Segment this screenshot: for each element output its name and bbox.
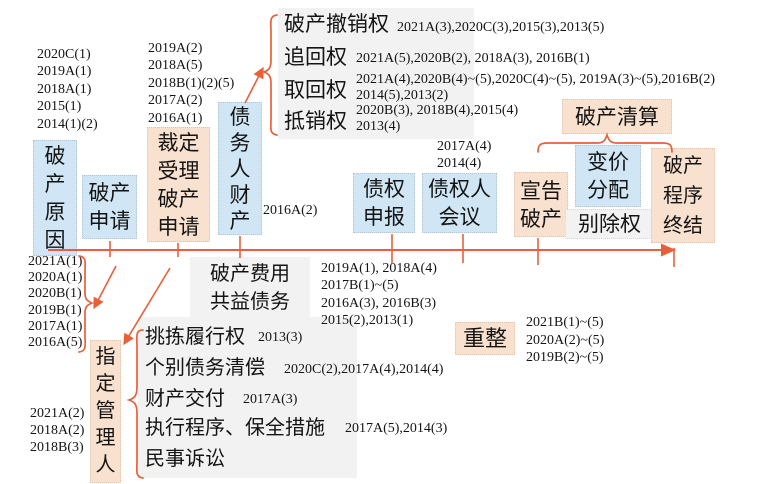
reorganization-exam-refs: 2021B(1)~(5) 2020A(2)~(5) 2019B(2)~(5) — [526, 315, 605, 366]
right-refs-retrieval: 2021A(4),2020B(4)~(5),2020C(4)~(5), 2019… — [356, 72, 716, 103]
box-reorganization: 重整 — [455, 322, 515, 355]
right-refs-setoff: 2020B(3), 2018B(4),2015(4) 2013(4) — [356, 103, 519, 134]
effect-label-property-delivery: 财产交付 — [145, 388, 225, 410]
right-refs-recovery: 2021A(5),2020B(2), 2018A(3), 2016B(1) — [356, 51, 590, 66]
stage-box-procedure-end: 破产 程序 终结 — [651, 148, 715, 243]
right-label-recovery: 追回权 — [284, 45, 347, 69]
box-expenses-common-debts: 破产费用 共益债务 — [190, 257, 310, 318]
box-bankruptcy-liquidation: 破产清算 — [562, 99, 672, 134]
stage-box-declare-bankruptcy: 宣告 破产 — [514, 172, 568, 237]
administrator-exam-refs: 2021A(2) 2018A(2) 2018B(3) — [30, 406, 85, 455]
effect-label-individual-debt-settlement: 个别债务清偿 — [145, 357, 265, 379]
stage-box-claim-declaration: 债权 申报 — [353, 173, 415, 233]
box-conversion-distribution: 变价 分配 — [575, 145, 641, 207]
ruling-exam-refs: 2019A(2) 2018A(5) 2018B(1)(2)(5) 2017A(2… — [148, 41, 235, 126]
effect-label-civil-litigation: 民事诉讼 — [145, 448, 225, 470]
effect-refs-enforcement-preservation: 2017A(5),2014(3) — [345, 421, 448, 436]
stage-box-bankruptcy-application: 破产 申请 — [82, 175, 137, 239]
effect-label-enforcement-preservation: 执行程序、保全措施 — [145, 417, 325, 439]
application-exam-refs: 2021A(1) 2020A(1) 2020B(1) 2019B(1) 2017… — [28, 254, 83, 351]
effect-refs-individual-debt-settlement: 2020C(2),2017A(4),2014(4) — [284, 362, 444, 377]
arrow-to-application-refs — [93, 265, 117, 310]
cause-exam-refs: 2020C(1) 2019A(1) 2018A(1) 2015(1) 2014(… — [37, 47, 98, 132]
stage-box-creditors-meeting: 债权人 会议 — [422, 173, 497, 233]
effect-label-cherry-pick-performance: 挑拣履行权 — [145, 326, 245, 348]
effects-panel-background — [138, 317, 357, 478]
box-exclusion-right: 别除权 — [565, 209, 654, 239]
right-label-setoff: 抵销权 — [284, 109, 347, 133]
stage-box-bankruptcy-cause: 破 产 原 因 — [33, 140, 77, 256]
arrow-to-rights-panel — [244, 66, 264, 104]
rights-panel-brace — [261, 14, 278, 136]
right-label-revocation: 破产撤销权 — [284, 12, 389, 36]
right-label-retrieval: 取回权 — [284, 78, 347, 102]
creditors-meeting-exam-refs: 2017A(4) 2014(4) — [437, 139, 492, 171]
box-appoint-administrator: 指 定 管 理 人 — [90, 340, 121, 483]
stage-box-debtor-property: 债 务 人 财 产 — [218, 102, 262, 235]
debtor-property-exam-ref: 2016A(2) — [263, 203, 318, 218]
right-refs-revocation: 2021A(3),2020C(3),2015(3),2013(5) — [397, 20, 605, 35]
effect-refs-cherry-pick-performance: 2013(3) — [258, 330, 303, 345]
claim-declaration-exam-refs: 2019A(1), 2018A(4) 2017B(1)~(5) 2016A(3)… — [321, 261, 437, 329]
stage-box-ruling-acceptance: 裁定 受理 破产 申请 — [147, 127, 210, 242]
timeline-arrowhead-icon — [661, 243, 676, 257]
rights-panel-background — [278, 8, 474, 139]
effect-refs-property-delivery: 2017A(3) — [243, 392, 298, 407]
